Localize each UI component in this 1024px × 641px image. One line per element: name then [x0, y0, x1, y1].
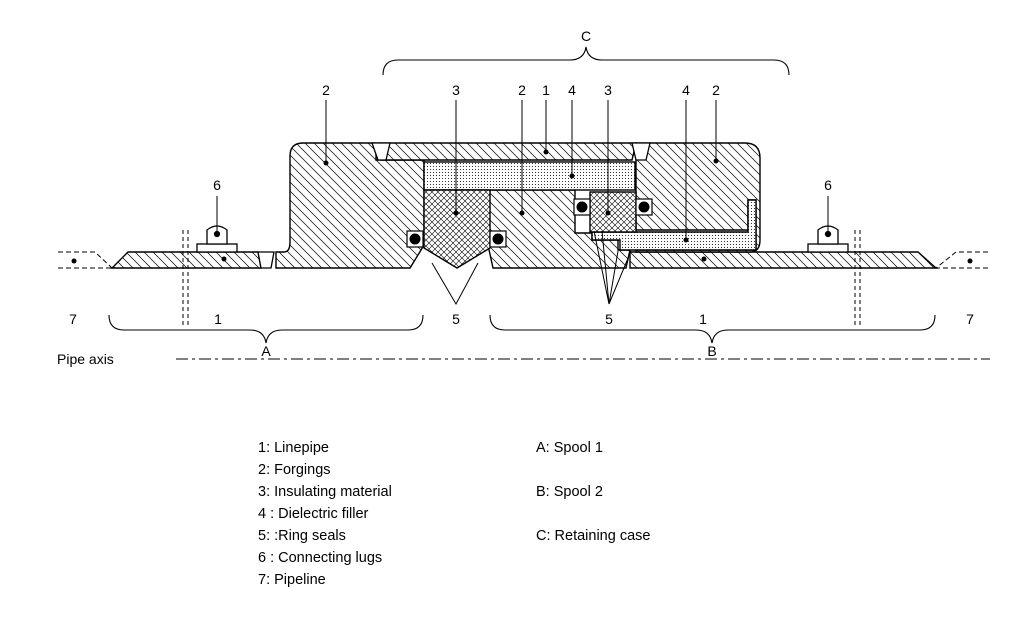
label-3-right: 3	[604, 82, 612, 98]
weld-beads	[257, 142, 651, 269]
ring-seals	[406, 198, 653, 248]
label-a: A	[261, 343, 271, 359]
break-lines	[182, 230, 861, 328]
label-1-right: 1	[699, 311, 707, 327]
legend-item-dielectric-filler: 4 : Dielectric filler	[258, 506, 369, 522]
legend-item-pipeline: 7: Pipeline	[258, 572, 326, 588]
label-2-middle: 2	[518, 82, 526, 98]
pipeline-right	[935, 251, 988, 269]
legend-spacer	[536, 503, 650, 525]
legend-item-linepipe: 1: Linepipe	[258, 440, 329, 456]
insulating-material-left	[423, 189, 491, 269]
label-2-right: 2	[712, 82, 720, 98]
label-c: C	[581, 28, 591, 44]
legend-item-forgings: 2: Forgings	[258, 462, 331, 478]
legend-parts: 1: Linepipe 2: Forgings 3: Insulating ma…	[258, 437, 392, 591]
label-5-left: 5	[452, 311, 460, 327]
connecting-lug-left	[196, 225, 238, 253]
legend-item-ring-seals: 5: :Ring seals	[258, 528, 346, 544]
label-1-top: 1	[542, 82, 550, 98]
linepipe-left	[110, 251, 262, 269]
dielectric-filler-upper	[423, 161, 636, 191]
part-labels: C 2 3 2 1 4 3 4 2 6 6 7 1 5 5 1 7 A B	[69, 28, 974, 359]
pipeline-left	[58, 251, 113, 269]
label-2-left: 2	[322, 82, 330, 98]
label-7-right: 7	[966, 311, 974, 327]
brace-a	[108, 314, 424, 344]
legend-item-connecting-lugs: 6 : Connecting lugs	[258, 550, 383, 566]
legend-item-retaining-case: C: Retaining case	[536, 528, 651, 544]
label-5-right: 5	[605, 311, 613, 327]
label-4-right: 4	[682, 82, 690, 98]
brace-c	[382, 46, 790, 76]
label-6-right: 6	[824, 177, 832, 193]
label-3-left: 3	[452, 82, 460, 98]
label-dots	[71, 149, 973, 264]
leader-lines	[216, 100, 829, 306]
forging-middle	[487, 189, 631, 269]
linepipe-right	[629, 251, 938, 269]
dielectric-filler-lower	[591, 199, 757, 251]
label-7-left: 7	[69, 311, 77, 327]
legend-spacer	[536, 459, 650, 481]
legend-item-spool-2: B: Spool 2	[536, 484, 603, 500]
connecting-lug-right	[807, 225, 849, 253]
retaining-case	[377, 142, 637, 161]
legend-assemblies: A: Spool 1 B: Spool 2 C: Retaining case	[536, 437, 650, 547]
label-b: B	[707, 343, 716, 359]
label-6-left: 6	[213, 177, 221, 193]
legend-item-insulating-material: 3: Insulating material	[258, 484, 392, 500]
braces	[108, 46, 936, 344]
pipe-axis-label: Pipe axis	[57, 351, 114, 367]
label-4-left: 4	[568, 82, 576, 98]
insulating-material-right	[589, 191, 637, 233]
label-1-left: 1	[214, 311, 222, 327]
legend-item-spool-1: A: Spool 1	[536, 440, 603, 456]
forging-left	[275, 142, 425, 269]
brace-b	[489, 314, 936, 344]
